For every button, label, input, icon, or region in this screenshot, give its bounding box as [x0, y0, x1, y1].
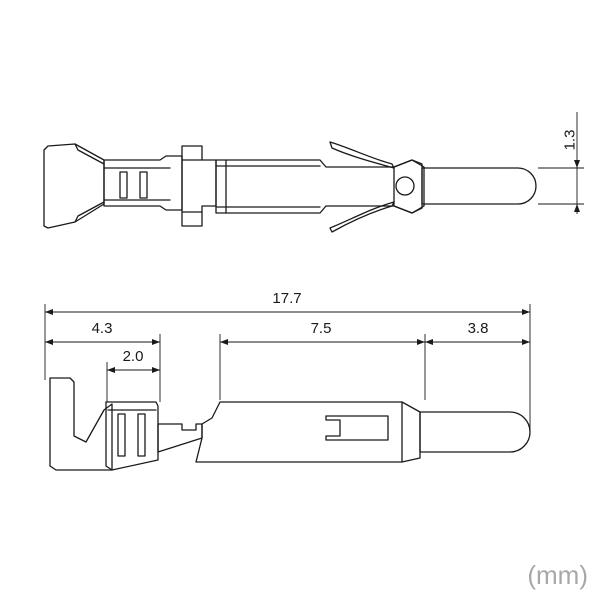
dimension-pin-length: 3.8 [425, 320, 530, 345]
unit-label: (mm) [527, 560, 588, 590]
terminal-top-view [43, 141, 537, 233]
top-view-body [215, 159, 425, 214]
dim-label-pin-diameter: 1.3 [562, 130, 579, 151]
side-view-body-window [325, 415, 389, 441]
top-view-nose-hole [395, 176, 415, 196]
top-view-pin [421, 167, 537, 205]
dim-label-crimp-barrel: 2.0 [123, 348, 144, 365]
top-view-nose [393, 159, 423, 214]
dim-label-body-length: 7.5 [311, 320, 332, 337]
top-view-lance-block [181, 145, 217, 227]
barrel-slot-left [119, 171, 128, 199]
dimension-body-length: 7.5 [219, 320, 426, 400]
side-view-pin [419, 411, 531, 453]
dim-label-overall-length: 17.7 [272, 290, 301, 307]
side-view-wire-barrel [105, 401, 159, 471]
top-view-upper-spring [329, 141, 395, 169]
top-view-wire-barrel [103, 155, 183, 211]
dimension-pin-diameter: 1.3 [538, 112, 584, 214]
side-barrel-slot-left [117, 413, 126, 457]
barrel-slot-right [139, 171, 148, 199]
terminal-side-view [49, 377, 531, 471]
side-view-strap [157, 423, 203, 453]
dim-label-pin-length: 3.8 [468, 320, 489, 337]
dim-label-crimp-section: 4.3 [92, 320, 113, 337]
side-barrel-slot-right [137, 413, 146, 457]
side-view-insulation-tab [49, 377, 113, 471]
dimension-crimp-barrel: 2.0 [106, 348, 160, 402]
dimension-overall-length: 17.7 [44, 290, 531, 430]
side-view-body [195, 401, 421, 463]
dimension-crimp-section: 4.3 [45, 320, 161, 402]
top-view-insulation-wings [43, 143, 105, 229]
